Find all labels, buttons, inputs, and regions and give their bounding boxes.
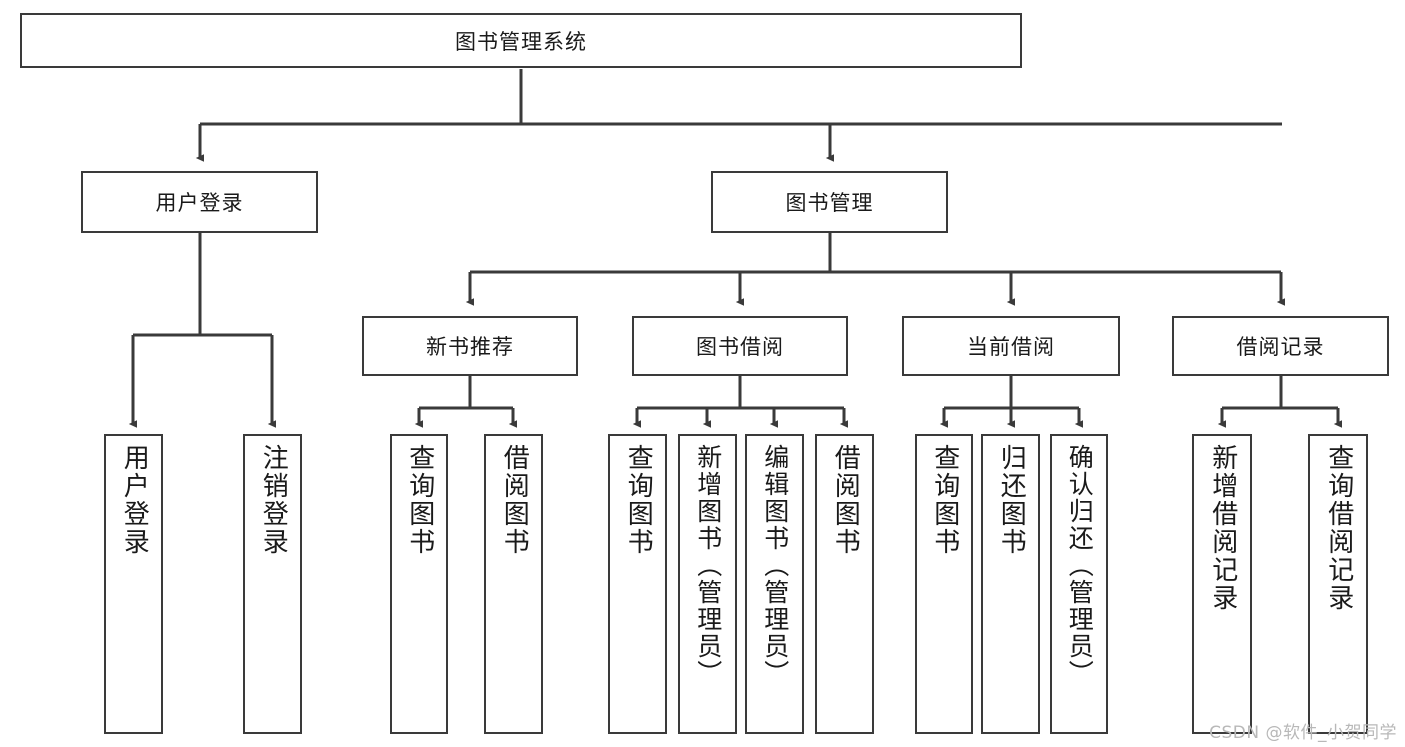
node-leaf-query-record[interactable]: 查询借阅记录 bbox=[1308, 434, 1368, 734]
node-leaf-query-book-3-label: 查询图书 bbox=[929, 444, 960, 556]
node-leaf-query-record-label: 查询借阅记录 bbox=[1323, 444, 1354, 612]
node-leaf-add-book-label: 新增图书（管理员） bbox=[693, 444, 723, 687]
node-current-borrow-label: 当前借阅 bbox=[967, 335, 1055, 359]
node-current-borrow[interactable]: 当前借阅 bbox=[902, 316, 1120, 376]
node-borrow-record[interactable]: 借阅记录 bbox=[1172, 316, 1389, 376]
node-leaf-borrow-book-1[interactable]: 借阅图书 bbox=[484, 434, 543, 734]
watermark: CSDN @软件_小贺同学 bbox=[1209, 723, 1397, 743]
node-book-manage[interactable]: 图书管理 bbox=[711, 171, 948, 233]
node-leaf-add-book[interactable]: 新增图书（管理员） bbox=[678, 434, 737, 734]
node-leaf-return-book[interactable]: 归还图书 bbox=[981, 434, 1040, 734]
node-book-manage-label: 图书管理 bbox=[785, 191, 874, 215]
node-leaf-borrow-book-1-label: 借阅图书 bbox=[499, 444, 530, 556]
node-leaf-query-book-2[interactable]: 查询图书 bbox=[608, 434, 667, 734]
node-root[interactable]: 图书管理系统 bbox=[20, 13, 1022, 68]
node-leaf-add-record[interactable]: 新增借阅记录 bbox=[1192, 434, 1252, 734]
node-leaf-logout-login[interactable]: 注销登录 bbox=[243, 434, 302, 734]
node-leaf-query-book-1-label: 查询图书 bbox=[404, 444, 435, 556]
node-leaf-return-book-label: 归还图书 bbox=[996, 444, 1027, 556]
node-leaf-borrow-book-2[interactable]: 借阅图书 bbox=[815, 434, 874, 734]
node-book-borrow[interactable]: 图书借阅 bbox=[632, 316, 848, 376]
node-leaf-add-record-label: 新增借阅记录 bbox=[1207, 444, 1238, 612]
node-leaf-query-book-2-label: 查询图书 bbox=[623, 444, 654, 556]
node-user-login[interactable]: 用户登录 bbox=[81, 171, 318, 233]
node-book-borrow-label: 图书借阅 bbox=[696, 335, 784, 359]
node-leaf-query-book-1[interactable]: 查询图书 bbox=[390, 434, 448, 734]
node-leaf-edit-book-label: 编辑图书（管理员） bbox=[760, 444, 790, 687]
node-new-book-recommend[interactable]: 新书推荐 bbox=[362, 316, 578, 376]
node-leaf-edit-book[interactable]: 编辑图书（管理员） bbox=[745, 434, 804, 734]
node-leaf-confirm-return-label: 确认归还（管理员） bbox=[1065, 444, 1095, 687]
node-new-book-recommend-label: 新书推荐 bbox=[426, 335, 514, 359]
node-leaf-borrow-book-2-label: 借阅图书 bbox=[830, 444, 861, 556]
node-root-label: 图书管理系统 bbox=[455, 29, 587, 54]
node-leaf-user-login[interactable]: 用户登录 bbox=[104, 434, 163, 734]
node-user-login-label: 用户登录 bbox=[155, 191, 244, 215]
node-leaf-logout-login-label: 注销登录 bbox=[258, 444, 289, 556]
node-leaf-user-login-label: 用户登录 bbox=[119, 444, 150, 556]
node-leaf-confirm-return[interactable]: 确认归还（管理员） bbox=[1050, 434, 1108, 734]
node-leaf-query-book-3[interactable]: 查询图书 bbox=[915, 434, 973, 734]
node-borrow-record-label: 借阅记录 bbox=[1236, 335, 1325, 359]
